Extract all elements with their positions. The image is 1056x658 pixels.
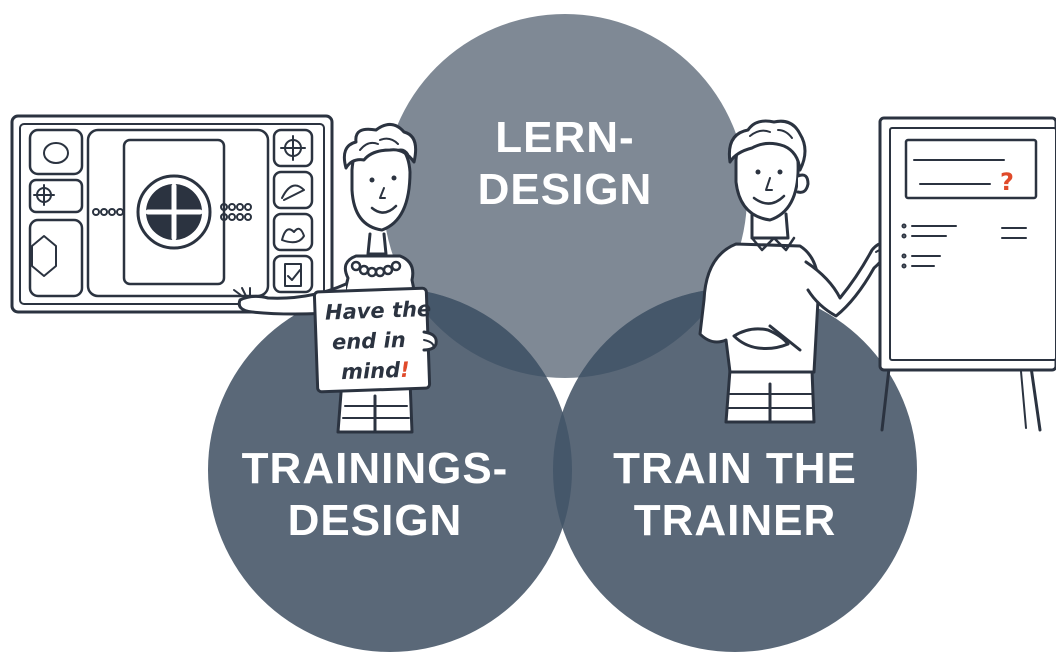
label-trainings-design-line-1: TRAININGS- bbox=[241, 444, 509, 493]
label-lern-design-line-2: DESIGN bbox=[477, 164, 653, 214]
sign-exclamation: ! bbox=[400, 358, 410, 382]
sign-line-3-word: mind bbox=[341, 358, 402, 384]
label-train-the-trainer-line-1: TRAIN THE bbox=[613, 444, 857, 493]
flipchart-question-mark: ? bbox=[1000, 168, 1014, 196]
circle-train-the-trainer bbox=[553, 288, 917, 652]
sign-line-1: Have the bbox=[325, 297, 432, 325]
label-lern-design-line-1: LERN- bbox=[495, 113, 635, 162]
sign-text-group: Have the end in mind! bbox=[325, 297, 432, 384]
label-train-the-trainer: TRAIN THE TRAINER bbox=[580, 443, 890, 547]
woman-illustration bbox=[233, 123, 438, 434]
label-lern-design: LERN- DESIGN bbox=[440, 112, 690, 216]
label-trainings-design-line-2: DESIGN bbox=[287, 495, 463, 545]
label-train-the-trainer-line-2: TRAINER bbox=[633, 495, 837, 545]
circle-trainings-design bbox=[208, 288, 572, 652]
man-illustration bbox=[698, 119, 892, 424]
label-trainings-design: TRAININGS- DESIGN bbox=[205, 443, 545, 547]
sign-line-2: end in bbox=[332, 328, 406, 355]
sign-line-3: mind! bbox=[341, 358, 410, 384]
flipchart-illustration bbox=[878, 116, 1056, 432]
storyboard-screen-illustration bbox=[10, 114, 334, 314]
circle-lern-design bbox=[383, 14, 747, 378]
